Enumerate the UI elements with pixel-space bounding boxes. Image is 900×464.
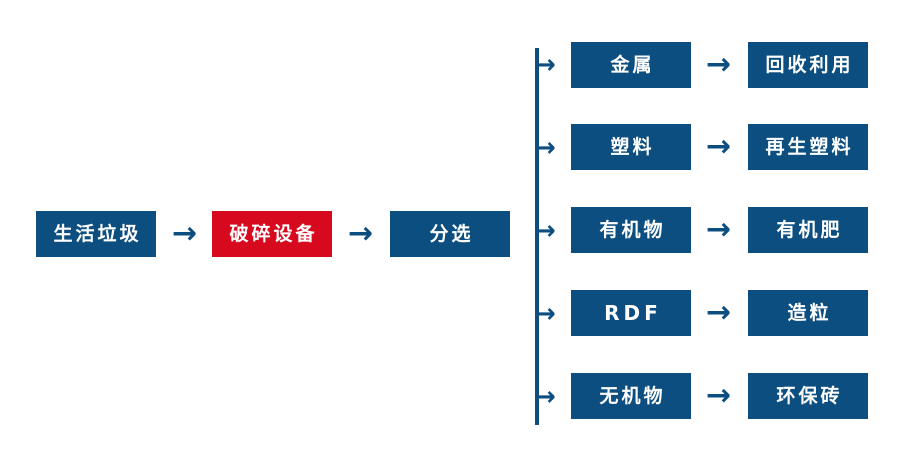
arrow-right-icon: → [706,378,732,413]
node-branch-material: RDF [571,290,691,336]
branch-arrow-icon: ↦ [534,50,556,80]
arrow-right-icon: → [706,129,732,164]
branch-arrow-icon: ↦ [534,382,556,412]
node-branch-product: 造粒 [748,290,868,336]
arrow-right-icon: → [172,216,198,251]
node-branch-material: 塑料 [571,124,691,170]
arrow-right-icon: → [706,47,732,82]
node-branch-product: 回收利用 [748,42,868,88]
node-branch-product: 再生塑料 [748,124,868,170]
node-branch-product: 环保砖 [748,373,868,419]
branch-trunk-line-icon [535,48,539,425]
node-source-waste: 生活垃圾 [36,211,156,257]
branch-arrow-icon: ↦ [534,133,556,163]
node-branch-material: 无机物 [571,373,691,419]
arrow-right-icon: → [706,295,732,330]
node-branch-material: 有机物 [571,207,691,253]
arrow-right-icon: → [348,216,374,251]
node-branch-product: 有机肥 [748,207,868,253]
branch-arrow-icon: ↦ [534,299,556,329]
arrow-right-icon: → [706,212,732,247]
branch-arrow-icon: ↦ [534,216,556,246]
node-branch-material: 金属 [571,42,691,88]
node-crushing-equipment: 破碎设备 [212,211,332,257]
node-sorting: 分选 [390,211,510,257]
